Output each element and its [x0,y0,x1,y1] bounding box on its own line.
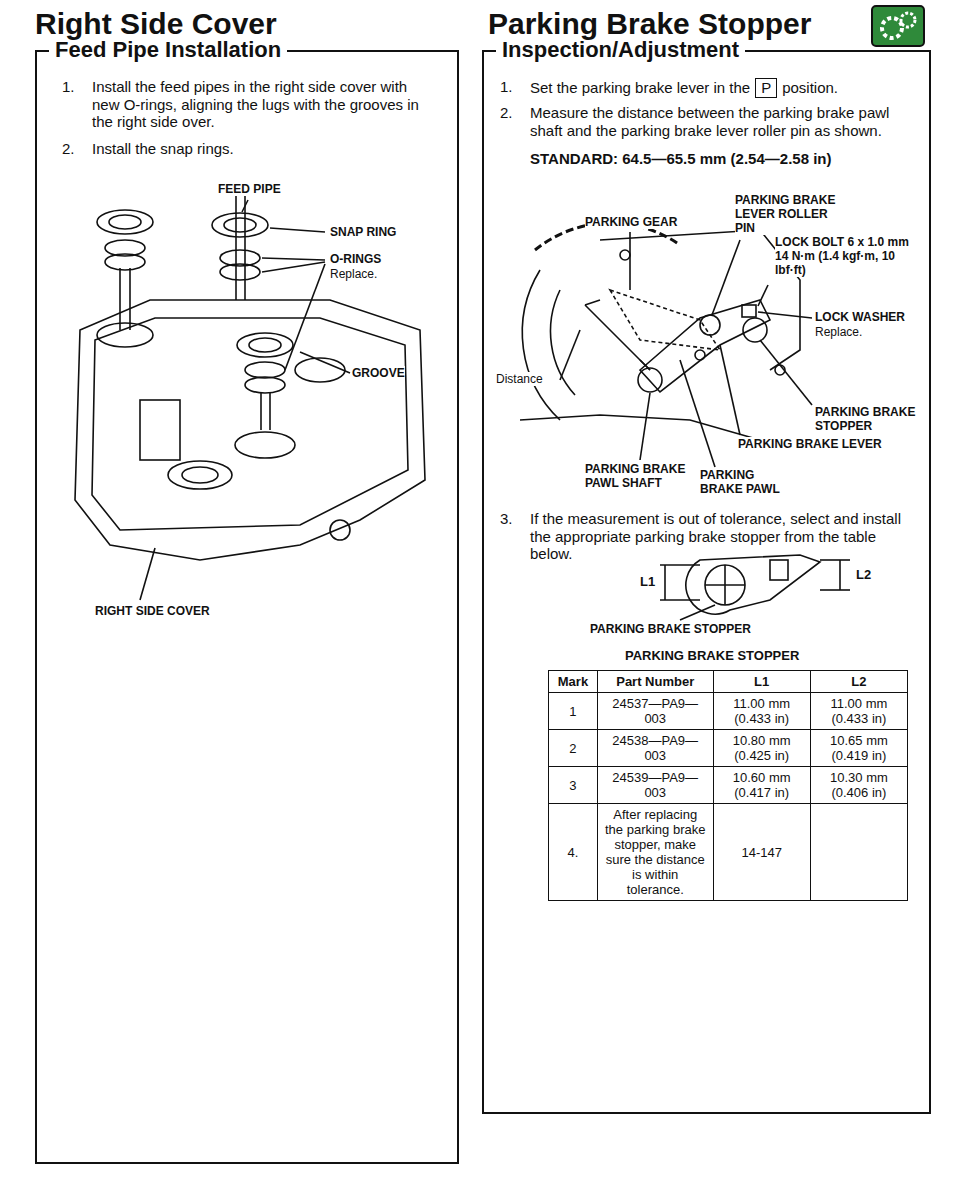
part-label: PARKING BRAKE STOPPER [815,405,920,433]
part-label: O-RINGS [330,252,381,266]
dimension-label: L2 [856,567,871,582]
table-cell: 24537—PA9—003 [612,696,698,726]
table-cell: 10.30 mm (0.406 in) [830,770,888,800]
table-cell: 10.60 mm (0.417 in) [733,770,791,800]
parts-table: Mark Part Number L1 L2 1 24537—PA9—003 11.00 m… [548,670,908,901]
step-number: 2. [500,104,513,122]
table-header: Mark [558,674,588,689]
page-title: Right Side Cover [35,6,465,41]
part-label: GROOVE [352,366,405,380]
step-line: Set the parking brake lever in the Pposit… [530,78,838,98]
table-cell: 14-147 [741,845,781,860]
table-cell: 24538—PA9—003 [612,733,698,763]
step-number: 3. [500,510,513,528]
dimension-label: L1 [640,574,655,589]
table-cell: 11.00 mm (0.433 in) [733,696,790,726]
section-heading: Feed Pipe Installation [49,37,287,63]
table-title: PARKING BRAKE STOPPER [625,648,799,663]
part-label: LOCK WASHER [815,310,905,324]
table-header: L2 [851,674,866,689]
part-label: PARKING BRAKE LEVER [738,437,882,451]
table-cell: 24539—PA9—003 [612,770,698,800]
step-number: 2. [62,140,75,158]
table-cell: 1 [569,704,576,719]
step-text: If the measurement is out of tolerance, … [530,510,915,563]
section-heading: Inspection/Adjustment [496,37,745,63]
step-text: Install the feed pipes in the right side… [92,78,437,131]
table-cell: 10.80 mm (0.425 in) [733,733,791,763]
step-text: position. [782,79,838,97]
part-label: RIGHT SIDE COVER [95,604,210,618]
table-cell: 11.00 mm (0.433 in) [830,696,887,726]
table-cell: 3 [569,778,576,793]
step-text: Install the snap rings. [92,140,437,158]
step-text: Set the parking brake lever in the [530,79,750,97]
page-title: Parking Brake Stopper [488,6,868,41]
cover-illustration [75,190,425,600]
table-header: L1 [754,674,769,689]
parking-mechanism [520,223,812,467]
table-cell: 10.65 mm (0.419 in) [830,733,888,763]
part-label: PARKING BRAKE PAWL [700,468,800,496]
step-text: Measure the distance between the parking… [530,104,915,139]
part-label: SNAP RING [330,225,396,239]
specification: STANDARD: 64.5—65.5 mm (2.54—2.58 in) [530,150,915,168]
step-number: 1. [62,78,75,96]
table-cell: 4. [568,845,579,860]
table-cell: 2 [569,741,576,756]
dimension-label: Distance [496,372,543,386]
part-label: PARKING GEAR [585,215,677,229]
part-label: PARKING BRAKE LEVER ROLLER PIN [735,193,850,235]
note: Replace. [330,267,377,281]
note: Replace. [815,325,862,339]
gear-position: P [755,78,777,98]
table-header: Part Number [616,674,694,689]
table-cell: After replacing the parking brake stoppe… [605,807,705,897]
part-label: FEED PIPE [218,182,281,196]
section-icon [872,6,924,46]
part-label: PARKING BRAKE PAWL SHAFT [585,462,695,490]
stopper-detail [660,555,850,620]
part-label: LOCK BOLT 6 x 1.0 mm 14 N·m (1.4 kgf·m, … [775,235,920,277]
step-number: 1. [500,78,513,96]
part-label: PARKING BRAKE STOPPER [590,622,751,636]
